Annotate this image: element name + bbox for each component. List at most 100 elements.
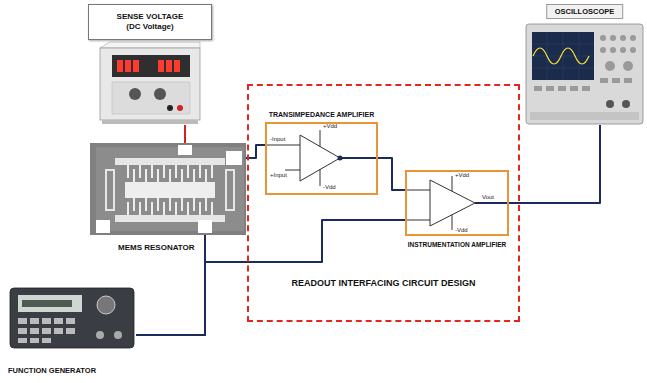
power-supply-picture bbox=[125, 60, 131, 72]
mems-chip-picture bbox=[187, 202, 189, 215]
pin-label: Vout bbox=[482, 194, 494, 201]
function-generator-picture bbox=[30, 338, 39, 343]
region-title: READOUT INTERFACING CIRCUIT DESIGN bbox=[249, 278, 518, 288]
mems-chip-picture bbox=[211, 165, 213, 178]
power-supply-picture bbox=[158, 60, 164, 72]
mems-chip-picture bbox=[128, 165, 212, 215]
function-generator-picture bbox=[66, 318, 75, 324]
mems-resonator: MEMS RESONATOR bbox=[90, 143, 246, 235]
pin-label: +Vdd bbox=[455, 172, 469, 179]
power-supply-picture bbox=[167, 105, 173, 111]
pin-label: -Input bbox=[270, 136, 285, 143]
readout-region: READOUT INTERFACING CIRCUIT DESIGN TRANSI… bbox=[247, 84, 520, 322]
mems-chip-picture bbox=[205, 198, 207, 211]
mems-chip-picture bbox=[90, 143, 246, 235]
function-generator-picture bbox=[97, 296, 115, 314]
power-supply-picture bbox=[129, 88, 141, 100]
oscilloscope-picture bbox=[630, 47, 636, 53]
mems-chip-picture bbox=[199, 165, 201, 178]
oscilloscope-picture bbox=[532, 32, 594, 80]
op-amp-symbol bbox=[320, 169, 321, 186]
pin-label: +Vdd bbox=[323, 123, 337, 130]
mems-chip-picture bbox=[175, 165, 177, 178]
function-generator-picture bbox=[114, 331, 122, 339]
op-amp-symbol bbox=[285, 170, 300, 171]
function-generator-picture bbox=[10, 288, 134, 348]
oscilloscope-picture bbox=[563, 32, 564, 80]
mems-chip-picture bbox=[187, 165, 189, 178]
mems-chip-picture bbox=[145, 198, 147, 211]
mems-chip-picture bbox=[193, 198, 195, 211]
power-supply-picture bbox=[133, 60, 139, 72]
mems-chip-picture bbox=[139, 165, 141, 178]
oscilloscope-picture bbox=[620, 47, 626, 53]
mems-chip-picture bbox=[125, 182, 215, 198]
op-amp-symbol bbox=[475, 202, 509, 204]
mems-chip-picture bbox=[175, 202, 177, 215]
device-label: MEMS RESONATOR bbox=[118, 243, 195, 252]
mems-chip-picture bbox=[151, 165, 153, 178]
connector-wire bbox=[378, 158, 405, 190]
mems-chip-picture bbox=[133, 169, 135, 182]
oscilloscope-picture bbox=[526, 24, 643, 124]
op-amp-symbol bbox=[405, 190, 430, 191]
oscilloscope-picture bbox=[530, 112, 639, 120]
pin-label: -Vdd bbox=[323, 184, 336, 191]
function-generator-picture bbox=[18, 328, 27, 334]
power-supply-picture bbox=[100, 42, 200, 48]
amplifier-label: TRANSIMPEDANCE AMPLIFIER bbox=[267, 110, 377, 119]
op-amp-symbol bbox=[452, 176, 453, 191]
op-amp-symbol bbox=[265, 145, 300, 146]
oscilloscope-picture bbox=[534, 35, 636, 91]
mems-chip-picture bbox=[169, 198, 171, 211]
mems-chip-picture bbox=[211, 202, 213, 215]
oscilloscope-picture bbox=[606, 100, 614, 108]
function-generator-picture bbox=[18, 338, 27, 343]
mems-chip-picture bbox=[133, 198, 135, 211]
op-amp-symbol bbox=[405, 220, 430, 221]
connector-wire bbox=[136, 220, 405, 335]
oscilloscope-picture bbox=[623, 61, 633, 71]
mems-chip-picture bbox=[198, 220, 212, 233]
oscilloscope-picture bbox=[600, 78, 608, 83]
oscilloscope-picture bbox=[612, 78, 620, 83]
mems-chip-picture bbox=[226, 170, 234, 210]
oscilloscope-picture bbox=[600, 35, 606, 41]
op-amp-symbol bbox=[405, 176, 509, 230]
op-amp-symbol bbox=[265, 130, 378, 186]
pin-label: +Input bbox=[270, 172, 287, 179]
oscilloscope-picture bbox=[532, 32, 594, 80]
function-generator-picture bbox=[18, 318, 75, 343]
mems-chip-picture bbox=[193, 169, 195, 182]
mems-chip-picture bbox=[199, 202, 201, 215]
mems-chip-picture bbox=[106, 170, 114, 210]
mems-chip-picture bbox=[90, 143, 246, 235]
mems-chip-picture bbox=[127, 202, 129, 215]
oscilloscope-picture bbox=[579, 32, 580, 80]
oscilloscope-picture bbox=[610, 35, 616, 41]
op-amp-symbol bbox=[452, 215, 453, 230]
power-supply: SENSE VOLTAGE (DC Voltage) bbox=[100, 42, 200, 125]
oscilloscope-picture bbox=[526, 24, 643, 124]
power-supply-picture bbox=[177, 105, 183, 111]
mems-chip-picture bbox=[127, 165, 129, 178]
function-generator-picture bbox=[30, 328, 39, 334]
oscilloscope: OSCILLOSCOPE bbox=[524, 22, 645, 125]
function-generator-picture bbox=[30, 318, 39, 324]
function-generator-picture bbox=[54, 318, 63, 324]
pin-label: -Vdd bbox=[455, 227, 468, 234]
amplifier-label: INSTRUMENTATION AMPLIFIER bbox=[407, 240, 507, 249]
mems-chip-picture bbox=[163, 202, 165, 215]
function-generator-picture bbox=[96, 331, 104, 339]
oscilloscope-picture bbox=[600, 47, 606, 53]
mems-chip-picture bbox=[181, 198, 183, 211]
oscilloscope-picture bbox=[558, 86, 566, 91]
mems-chip-picture bbox=[96, 220, 110, 233]
connector-wire bbox=[509, 125, 600, 203]
device-label: OSCILLOSCOPE bbox=[546, 4, 624, 19]
oscilloscope-picture bbox=[624, 78, 632, 83]
power-supply-picture bbox=[112, 82, 190, 114]
mems-chip-picture bbox=[178, 145, 192, 155]
mems-chip-picture bbox=[145, 169, 147, 182]
oscilloscope-picture bbox=[630, 35, 636, 41]
